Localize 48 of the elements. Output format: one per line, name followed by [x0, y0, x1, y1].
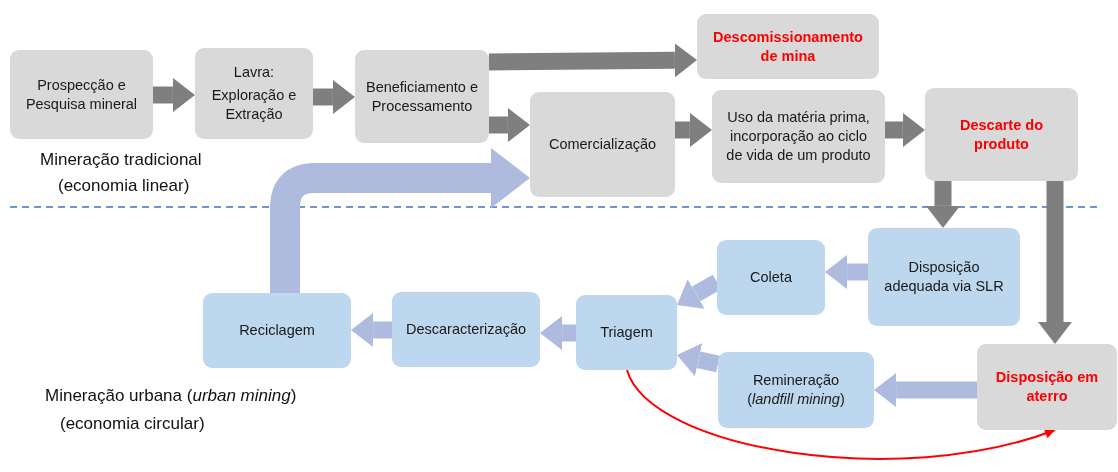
process-box — [576, 295, 677, 370]
section-label: (economia circular) — [60, 414, 205, 434]
arrow — [540, 316, 576, 350]
node-text: Reciclagem — [239, 321, 315, 340]
process-box — [977, 344, 1117, 430]
process-box — [712, 90, 885, 183]
node-text: Descarte do produto — [959, 115, 1044, 154]
arrow — [153, 78, 195, 112]
process-box — [355, 50, 489, 143]
arrow — [874, 373, 977, 407]
arrow — [825, 255, 868, 289]
arrow — [885, 113, 925, 147]
arrow — [351, 313, 392, 347]
node-text: Descomissionamento de mina — [712, 27, 864, 66]
section-label: (economia linear) — [58, 176, 190, 196]
node-text: Uso da matéria prima, incorporação ao ciclo de vida de um produto — [725, 108, 872, 165]
process-box — [392, 292, 540, 367]
arrow — [488, 43, 697, 78]
node-text: Prospecção e Pesquisa mineral — [24, 75, 139, 114]
section-label: Mineração tradicional — [40, 150, 202, 170]
node-text: Lavra: — [233, 63, 275, 83]
process-box — [717, 240, 825, 315]
node-text: Coleta — [750, 268, 792, 287]
arrow — [1038, 181, 1072, 344]
node-text: Exploração e Extração — [210, 86, 298, 124]
node-text: Remineração (landfill mining) — [746, 371, 846, 409]
arrow — [313, 80, 355, 114]
process-box — [718, 352, 874, 428]
node-text: Disposição em aterro — [994, 368, 1100, 406]
node-text: Comercialização — [548, 135, 657, 154]
arrow — [926, 181, 960, 228]
section-label: Mineração urbana (urban mining) — [45, 386, 297, 406]
node-text: Disposição adequada via SLR — [883, 258, 1005, 296]
node-text: Triagem — [600, 323, 653, 342]
arrow — [626, 369, 1056, 460]
arrow — [270, 148, 530, 293]
process-box — [203, 293, 351, 368]
process-box — [925, 88, 1078, 181]
node-text: Descaracterização — [405, 320, 527, 339]
arrow — [677, 343, 720, 377]
process-box — [10, 50, 153, 139]
node-text: Beneficiamento e Processamento — [364, 77, 479, 116]
process-box — [697, 14, 879, 79]
process-box — [868, 228, 1020, 326]
process-box — [530, 92, 675, 197]
process-box — [195, 48, 313, 139]
arrow — [489, 108, 530, 142]
arrow — [675, 113, 712, 147]
